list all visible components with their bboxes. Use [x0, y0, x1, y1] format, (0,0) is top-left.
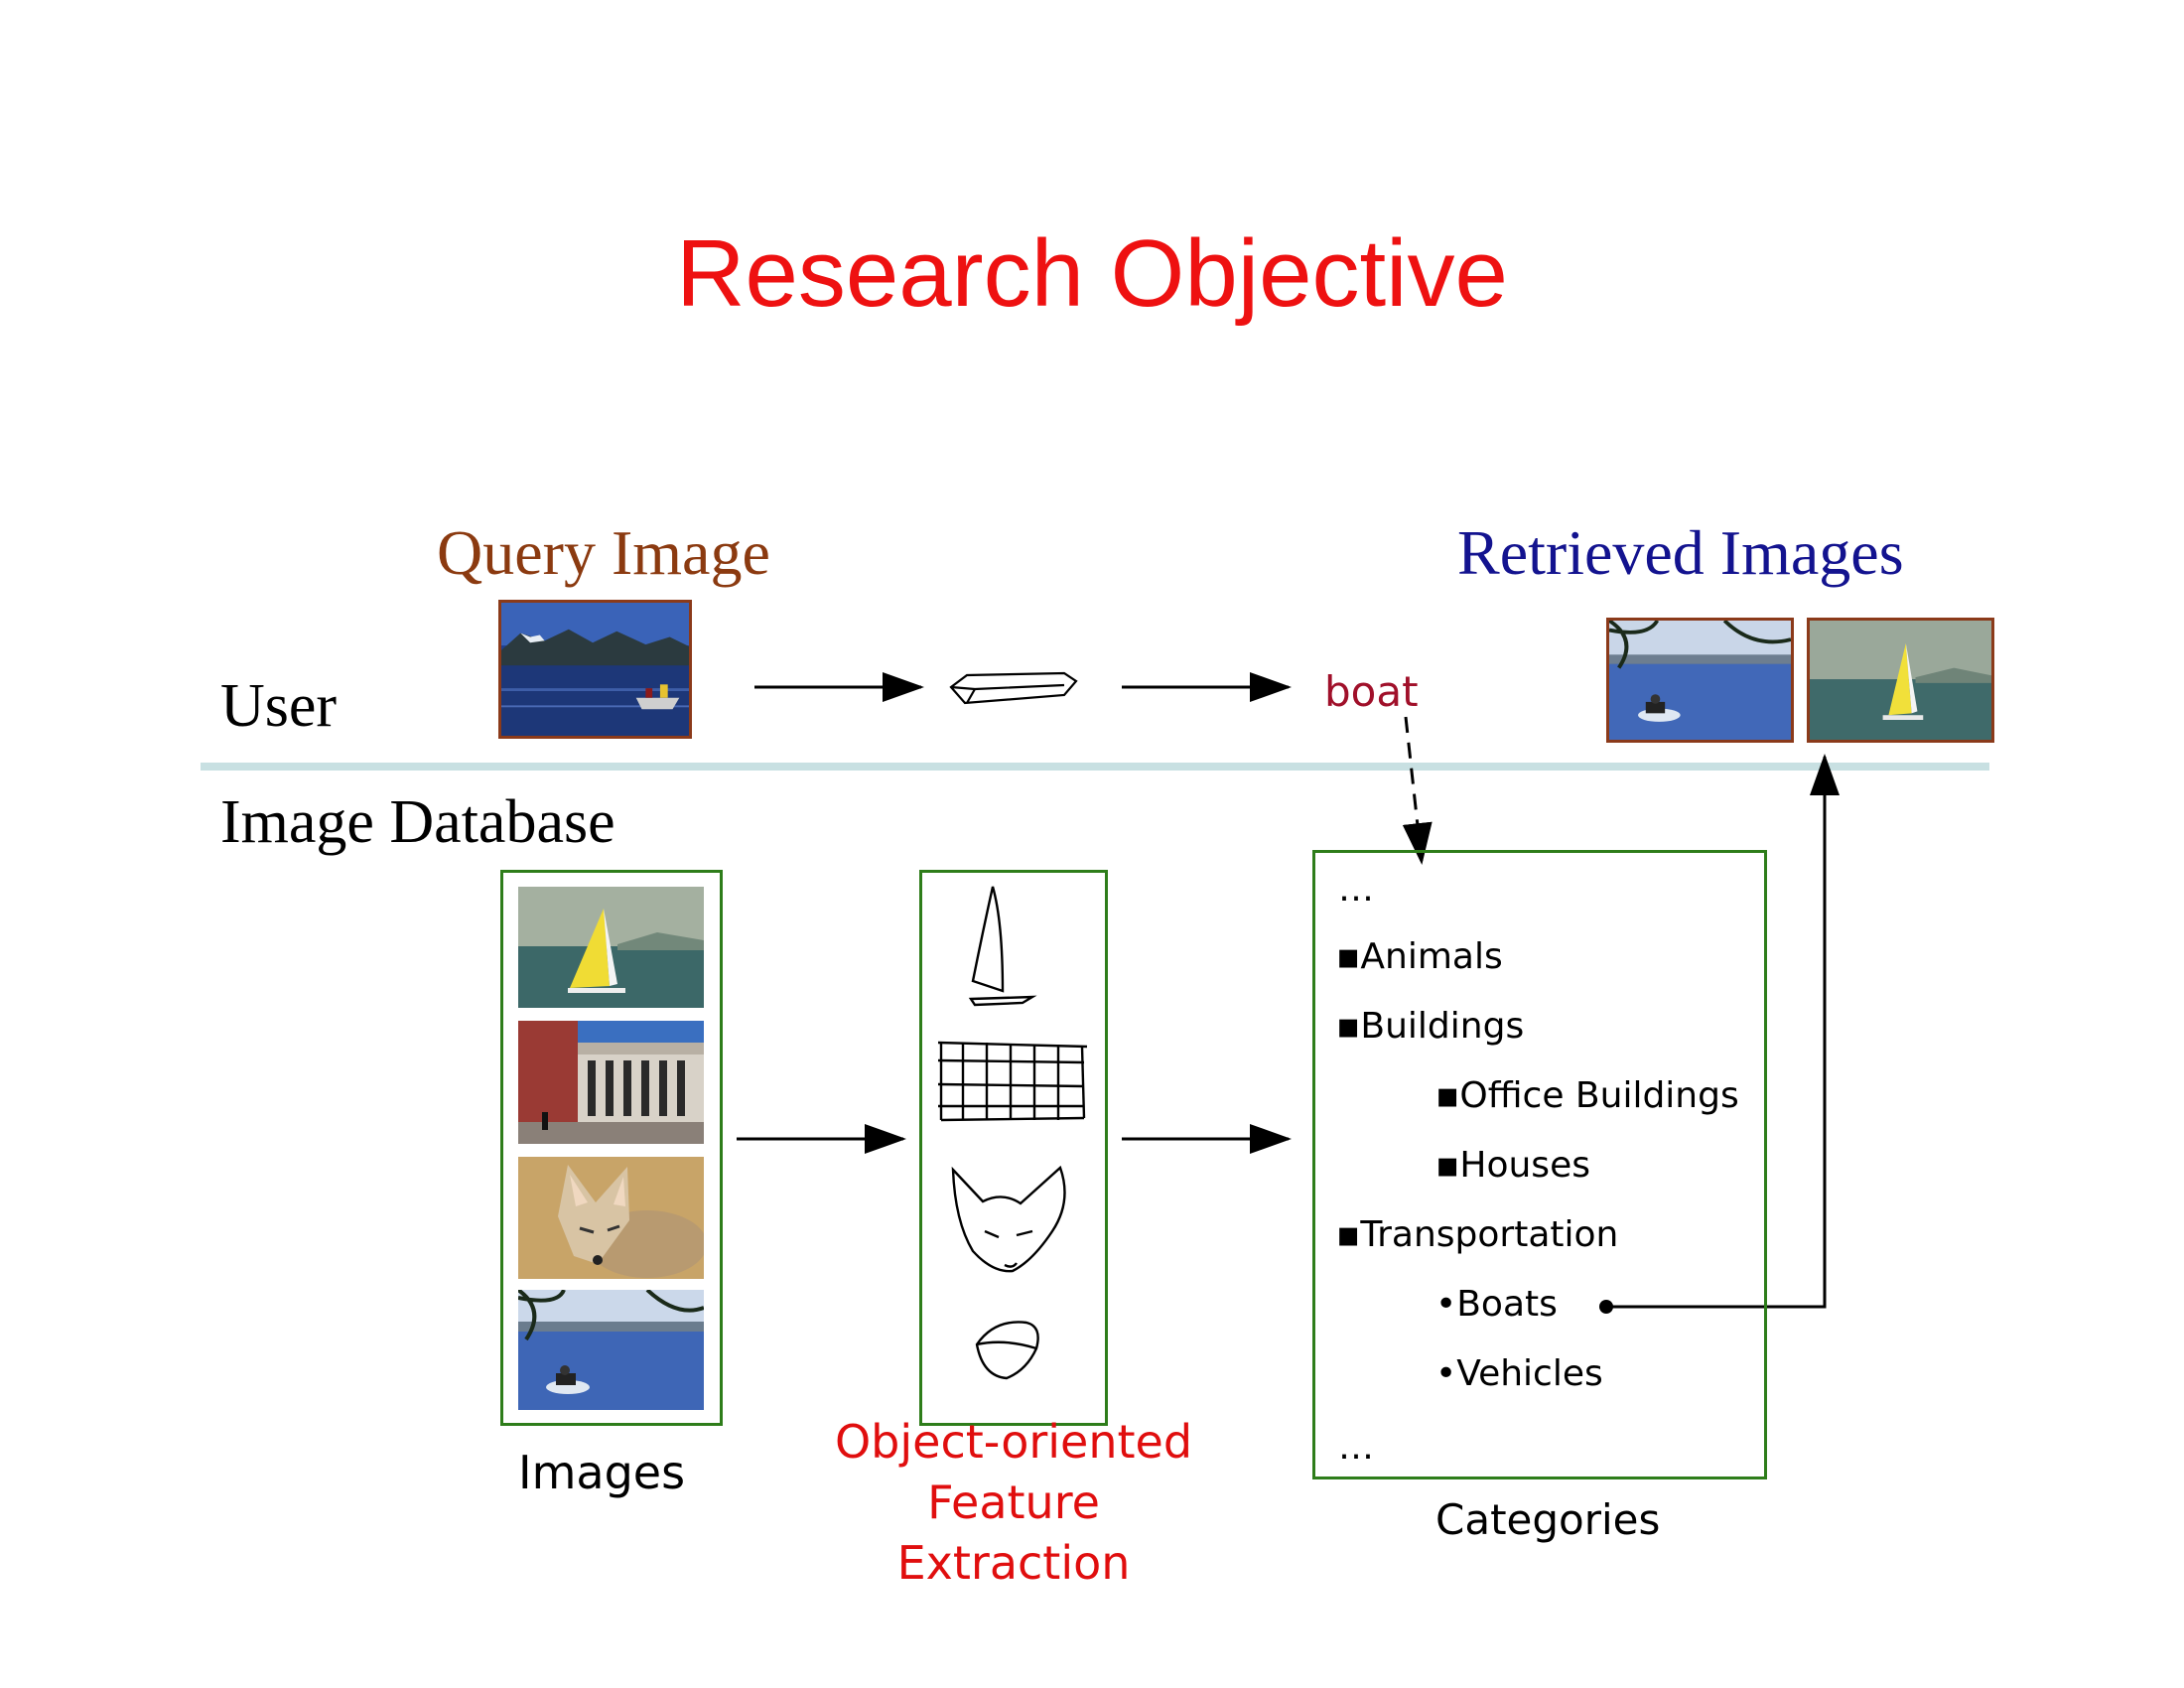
motorboat-photo	[1609, 621, 1791, 740]
user-database-divider	[201, 763, 1989, 771]
db-image-sailboat	[518, 887, 704, 1008]
category-animals[interactable]: ▪Animals	[1336, 936, 1503, 977]
categories-label: Categories	[1435, 1495, 1661, 1544]
feature-label-line-2: Feature	[927, 1476, 1100, 1529]
arrow-keyword-to-categories	[1402, 716, 1433, 865]
images-box	[500, 870, 723, 1426]
categories-ellipsis-top: …	[1338, 869, 1374, 910]
category-transportation[interactable]: ▪Transportation	[1336, 1214, 1619, 1255]
boat-sketch-icon	[949, 671, 1078, 705]
image-database-label: Image Database	[220, 788, 615, 856]
fox-sketch-icon	[951, 1165, 1066, 1273]
category-buildings[interactable]: ▪Buildings	[1336, 1006, 1525, 1047]
arrow-boats-to-retrieved	[1606, 754, 1840, 1309]
db-image-fox	[518, 1157, 704, 1279]
user-label: User	[220, 672, 338, 740]
db-image-motorboat	[518, 1290, 704, 1410]
sailboat-sketch-icon	[968, 886, 1037, 1007]
feature-extraction-box	[919, 870, 1108, 1426]
retrieved-image-sailboat	[1807, 618, 1994, 743]
categories-box	[1312, 850, 1767, 1479]
slide-title: Research Objective	[676, 220, 1508, 327]
categories-ellipsis-bottom: …	[1338, 1427, 1374, 1468]
query-image-label: Query Image	[437, 517, 770, 588]
feature-label-line-1: Object-oriented	[834, 1415, 1193, 1469]
retrieved-image-motorboat	[1606, 618, 1794, 743]
building-sketch-icon	[937, 1041, 1088, 1122]
boat-hull-sketch-icon	[975, 1321, 1039, 1380]
db-image-building	[518, 1021, 704, 1144]
feature-label-line-3: Extraction	[896, 1536, 1131, 1590]
keyword-boat: boat	[1324, 667, 1419, 716]
lake-boat-photo	[501, 603, 689, 736]
category-office-buildings[interactable]: ▪Office Buildings	[1435, 1075, 1739, 1116]
category-vehicles[interactable]: •Vehicles	[1435, 1353, 1603, 1394]
sailboat-photo	[1810, 621, 1991, 740]
images-label: Images	[518, 1446, 686, 1499]
feature-extraction-label: Object-oriented Feature Extraction	[814, 1412, 1213, 1594]
category-houses[interactable]: ▪Houses	[1435, 1145, 1590, 1186]
category-boats[interactable]: •Boats	[1435, 1284, 1558, 1325]
query-image-thumbnail	[498, 600, 692, 739]
retrieved-images-label: Retrieved Images	[1457, 517, 1904, 588]
